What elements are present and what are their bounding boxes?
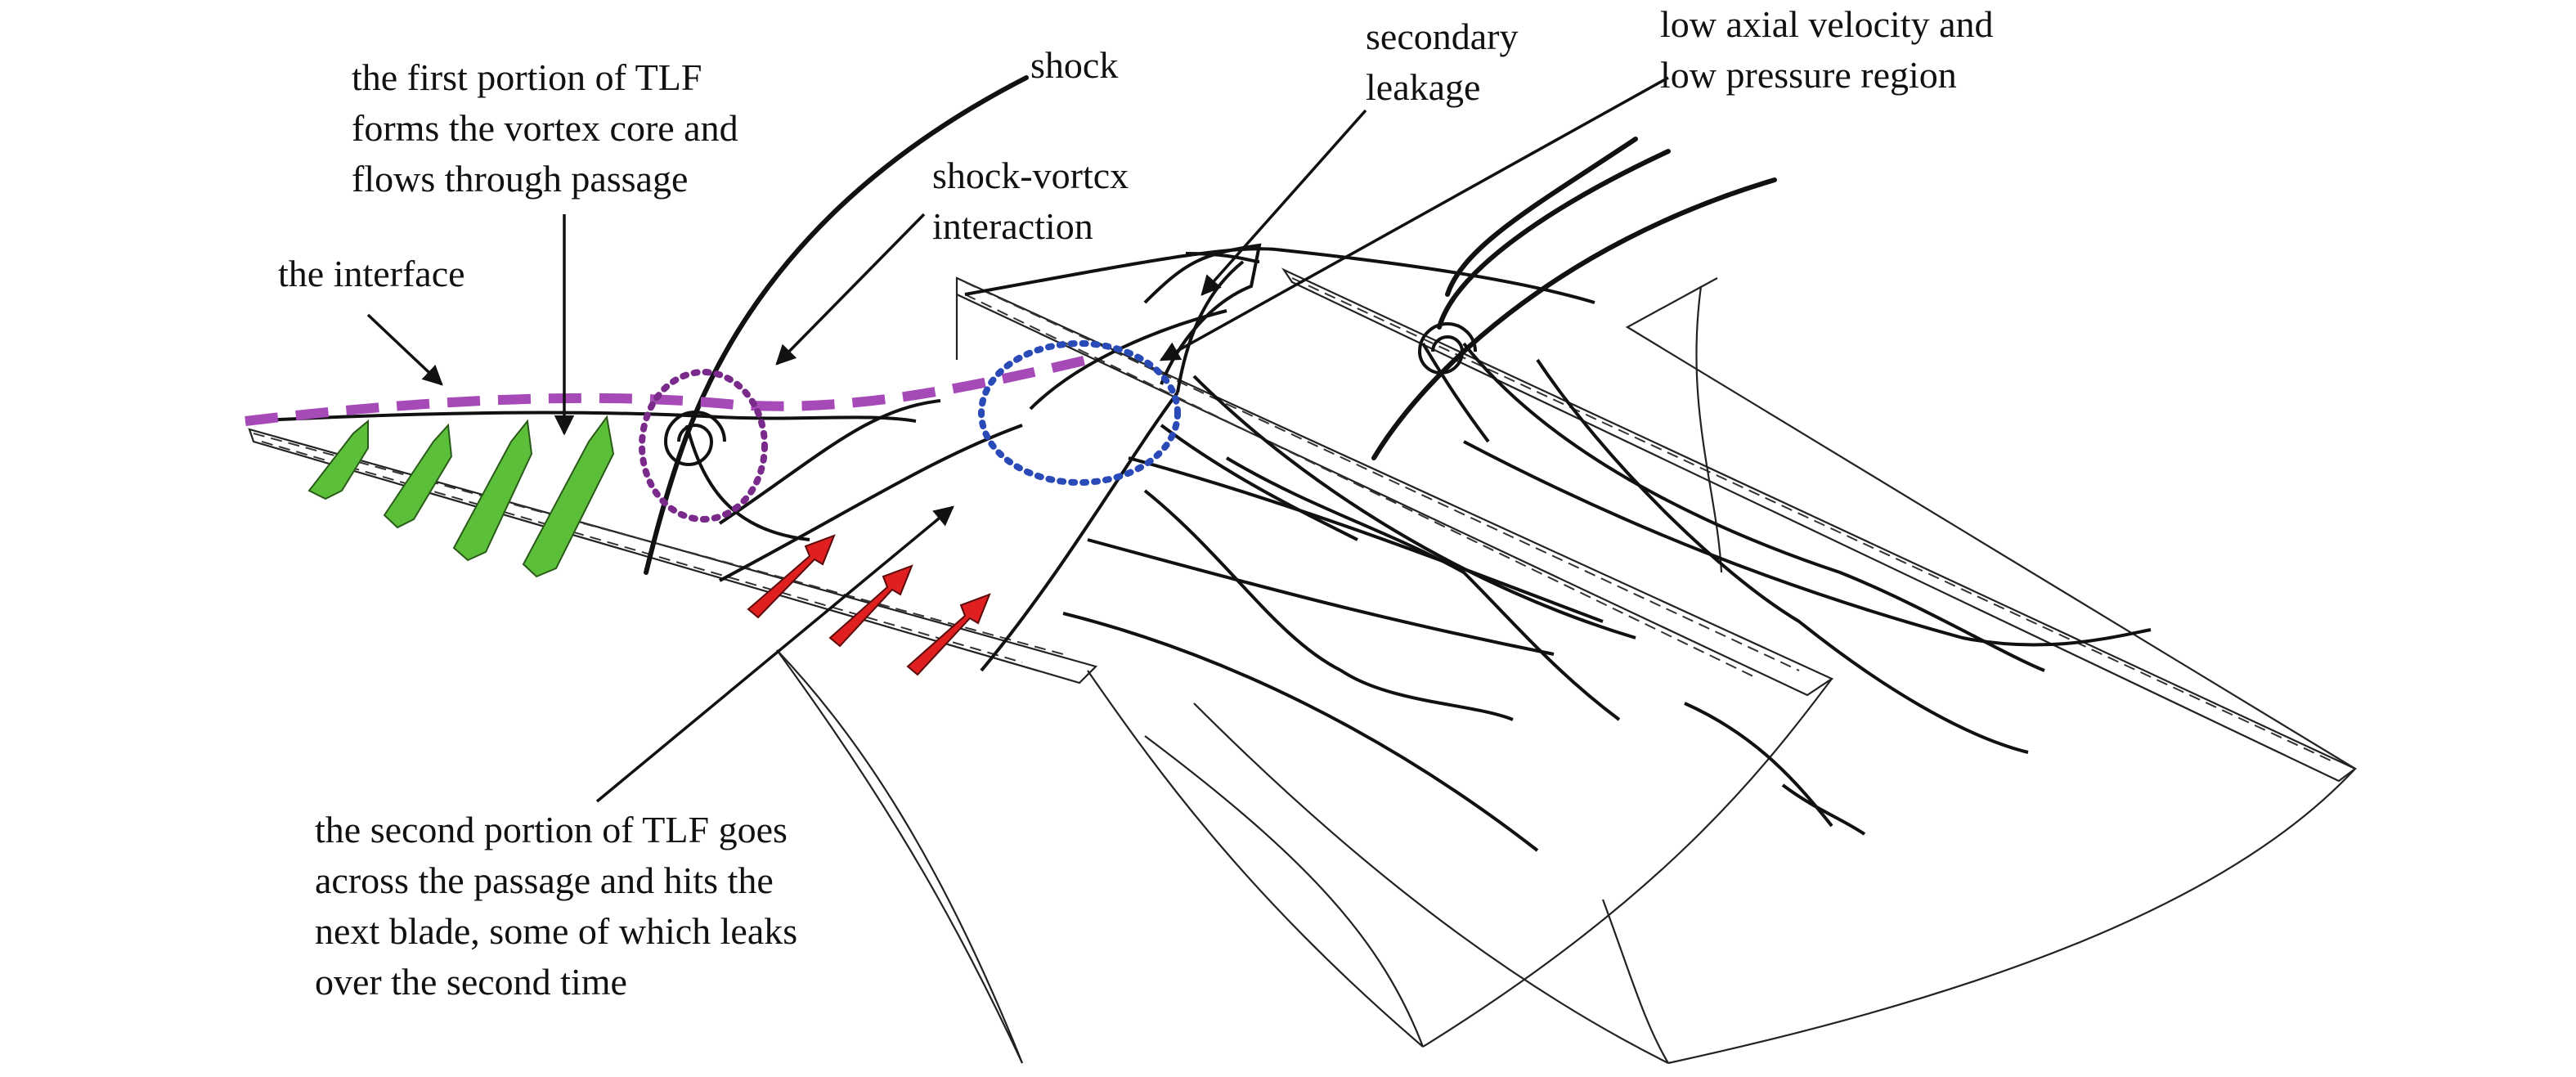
red-arrow-1 — [747, 534, 836, 619]
low-axial-leader — [1159, 76, 1669, 361]
green-arrows — [307, 415, 615, 578]
label-secondary-leakage-line-2: leakage — [1366, 66, 1480, 108]
blade-1 — [248, 428, 1098, 1064]
label-shock-vortex-line-2: interaction — [932, 205, 1093, 247]
blade-2 — [955, 276, 1834, 1048]
label-secondary-leakage-line-1: secondary — [1366, 16, 1518, 57]
leader-arrows — [366, 76, 1669, 803]
secondary-leakage-leader — [1200, 109, 1367, 296]
green-arrow-1 — [307, 419, 369, 500]
green-arrow-3 — [452, 419, 533, 562]
red-arrow-2 — [828, 564, 913, 648]
label-interface: the interface — [278, 253, 465, 294]
label-second-portion-line-2: across the passage and hits the — [315, 859, 774, 901]
label-second-portion-line-1: the second portion of TLF goes — [315, 809, 788, 850]
red-arrow-3 — [906, 593, 991, 676]
interface-leader — [366, 313, 443, 386]
red-arrows — [747, 534, 991, 676]
label-low-axial-line-2: low pressure region — [1660, 54, 1957, 96]
blade-3 — [1193, 267, 2358, 1065]
labels: the interface the first portion of TLF f… — [278, 3, 1994, 1003]
shock-vortex-leader — [775, 213, 926, 366]
green-arrow-4 — [522, 415, 615, 578]
low-pressure-region-circle — [978, 340, 1181, 486]
green-arrow-2 — [383, 423, 453, 529]
label-first-portion-line-3: flows through passage — [352, 158, 688, 200]
vortex-core-2 — [1417, 322, 1477, 375]
vortex-core-1 — [663, 411, 726, 466]
label-shock: shock — [1030, 44, 1118, 86]
tip-leakage-streamlines — [245, 247, 2152, 852]
second-portion-leader — [595, 505, 954, 803]
shock-lines — [644, 75, 1777, 575]
shock-vortex-interaction-circle — [639, 369, 768, 523]
label-low-axial-line-1: low axial velocity and — [1660, 3, 1994, 45]
label-second-portion-line-3: next blade, some of which leaks — [315, 910, 797, 952]
label-second-portion-line-4: over the second time — [315, 961, 627, 1003]
interface-line — [245, 355, 1089, 426]
label-first-portion-line-2: forms the vortex core and — [352, 107, 738, 149]
label-first-portion-line-1: the first portion of TLF — [352, 56, 702, 98]
label-shock-vortex-line-1: shock-vortcx — [932, 155, 1129, 196]
